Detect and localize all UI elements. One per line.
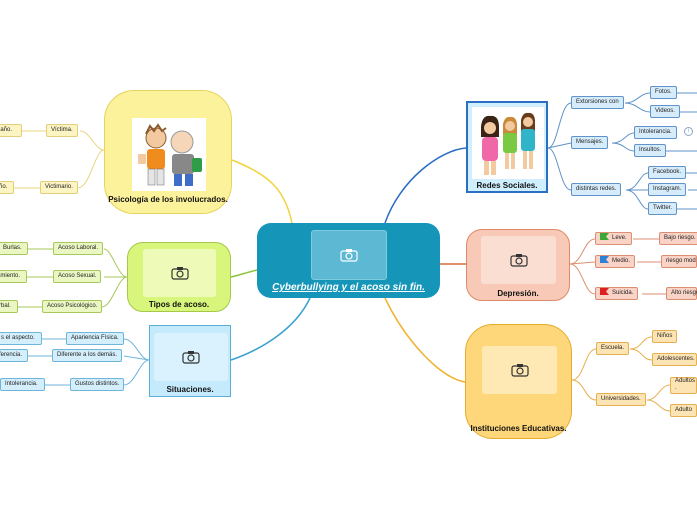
central-image-placeholder[interactable] — [311, 230, 387, 280]
subtopic-suicida-label: Suicida. — [612, 290, 634, 296]
subtopic-distintas-redes[interactable]: distintas redes. — [571, 183, 622, 196]
subtopic-suicida[interactable]: Suicida. — [595, 287, 639, 300]
instituciones-image-placeholder[interactable] — [482, 346, 557, 394]
leaf-gustos[interactable]: Intolerancia. — [0, 378, 45, 391]
leaf-adolescentes[interactable]: Adolescentes. — [652, 353, 697, 366]
subtopic-extorsiones[interactable]: Extorsiones con — [571, 96, 624, 109]
tipos-image-placeholder[interactable] — [143, 249, 216, 297]
subtopic-gustos[interactable]: Gustos distintos. — [70, 378, 125, 391]
subtopic-medio-label: Medio. — [612, 258, 631, 264]
leaf-intolerancia[interactable]: Intolerancia. — [634, 126, 677, 139]
topic-psicologia[interactable]: Psicología de los involucrados. — [104, 90, 232, 214]
leaf-fotos[interactable]: Fotos. — [650, 86, 677, 99]
central-topic[interactable]: Cyberbullying y el acoso sin fin. — [257, 223, 440, 298]
camera-icon — [170, 266, 189, 280]
camera-icon — [182, 350, 200, 364]
topic-situaciones-title: Situaciones. — [166, 385, 214, 394]
topic-redes-title: Redes Sociales. — [476, 181, 538, 190]
subtopic-medio[interactable]: Medio. — [595, 255, 636, 268]
leaf-burlas[interactable]: Burlas. — [0, 242, 28, 255]
subtopic-victima[interactable]: Víctima. — [46, 124, 78, 137]
leaf-alto-riesgo[interactable]: Alto riesgo — [666, 287, 697, 300]
leaf-victima[interactable]: daño. — [0, 124, 22, 137]
leaf-twitter[interactable]: Twitter. — [648, 202, 678, 215]
teens-phones-illustration — [472, 107, 544, 179]
subtopic-acoso-laboral[interactable]: Acoso Laboral. — [53, 242, 104, 255]
depresion-image-placeholder[interactable] — [481, 236, 556, 284]
subtopic-mensajes[interactable]: Mensajes. — [571, 136, 609, 149]
bullying-illustration — [132, 118, 206, 191]
leaf-adultos-1[interactable]: Adultos . — [670, 377, 697, 394]
leaf-instagram[interactable]: Instagram. — [648, 183, 687, 196]
leaf-ninos[interactable]: Niños — [652, 330, 678, 343]
info-icon[interactable]: i — [684, 127, 693, 136]
subtopic-victimario[interactable]: Victimario. — [40, 181, 78, 194]
central-topic-title: Cyberbullying y el acoso sin fin. — [272, 282, 425, 293]
leaf-bajo-riesgo[interactable]: Bajo riesgo. — [659, 232, 697, 245]
leaf-acoso-psicologico[interactable]: rbal. — [0, 300, 18, 313]
leaf-diferente[interactable]: ferencia. — [0, 349, 28, 362]
topic-instituciones-title: Instituciones Educativas. — [470, 424, 567, 433]
topic-tipos-title: Tipos de acoso. — [148, 300, 210, 309]
subtopic-diferente[interactable]: Diferente a los demás. — [52, 349, 123, 362]
camera-icon — [509, 253, 528, 267]
camera-icon — [510, 363, 529, 377]
flag-icon — [600, 288, 609, 295]
subtopic-acoso-psicologico[interactable]: Acoso Psicológico. — [42, 300, 103, 313]
leaf-riesgo-mod[interactable]: riesgo mod — [661, 255, 697, 268]
leaf-videos[interactable]: Videos. — [650, 105, 680, 118]
subtopic-escuela[interactable]: Escuela. — [596, 342, 630, 355]
subtopic-universidades[interactable]: Universidades. — [596, 393, 646, 406]
subtopic-apariencia[interactable]: Apariencia Física. — [66, 332, 124, 345]
flag-icon — [600, 233, 609, 240]
leaf-adultos-2[interactable]: Adulto — [670, 404, 697, 417]
topic-situaciones[interactable]: Situaciones. — [149, 325, 231, 397]
subtopic-acoso-sexual[interactable]: Acoso Sexual. — [53, 270, 102, 283]
situaciones-image-placeholder[interactable] — [154, 333, 228, 381]
topic-depresion-title: Depresión. — [497, 289, 539, 298]
topic-depresion[interactable]: Depresión. — [466, 229, 570, 301]
leaf-facebook[interactable]: Facebook. — [648, 166, 687, 179]
flag-icon — [600, 256, 609, 263]
topic-redes[interactable]: Redes Sociales. — [466, 101, 548, 193]
subtopic-leve-label: Leve. — [612, 235, 627, 241]
topic-psicologia-title: Psicología de los involucrados. — [108, 195, 228, 204]
topic-tipos[interactable]: Tipos de acoso. — [127, 242, 231, 312]
leaf-insultos[interactable]: Insultos. — [634, 144, 667, 157]
subtopic-leve[interactable]: Leve. — [595, 232, 632, 245]
camera-icon — [340, 248, 358, 262]
topic-instituciones[interactable]: Instituciones Educativas. — [465, 324, 572, 439]
leaf-acoso-sexual[interactable]: amiento. — [0, 270, 27, 283]
leaf-victimario[interactable]: ño. — [0, 181, 14, 194]
leaf-apariencia[interactable]: s el aspecto. — [0, 332, 42, 345]
